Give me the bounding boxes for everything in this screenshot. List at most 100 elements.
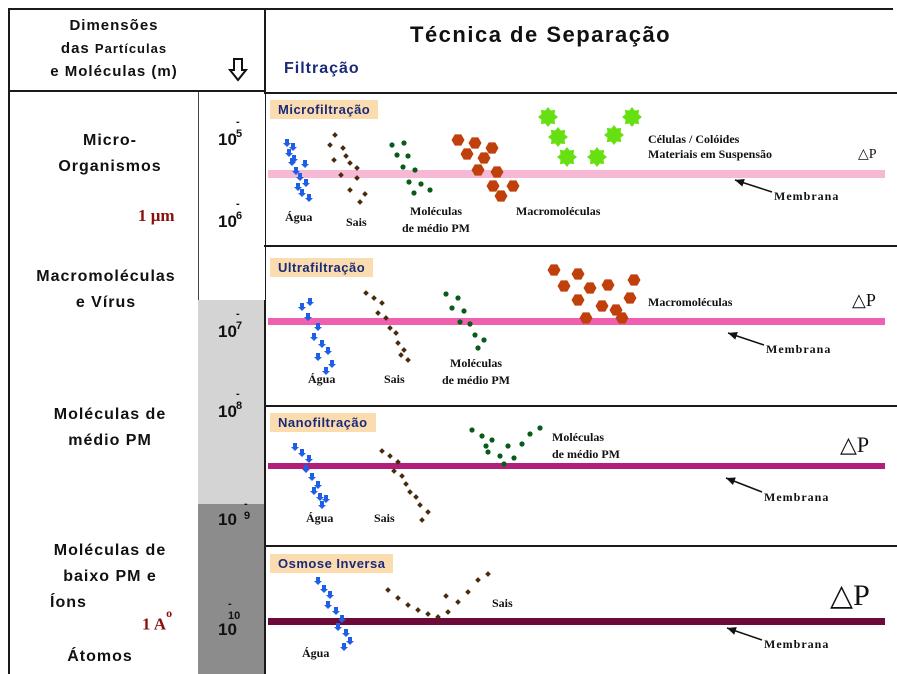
cell-particle <box>557 147 577 167</box>
water-molecule <box>301 160 309 168</box>
water-molecule <box>304 313 312 321</box>
ultra-medium-line2: de médio PM <box>442 373 510 387</box>
section-separator-1 <box>264 92 897 94</box>
water-molecule <box>285 149 293 157</box>
ultra-membrane-label: Membrana <box>766 342 832 356</box>
water-molecule <box>318 340 326 348</box>
salt-ion <box>387 325 393 331</box>
medium-molecule <box>469 427 475 433</box>
frame-top <box>8 8 893 10</box>
water-molecule <box>346 637 354 645</box>
water-molecule <box>342 629 350 637</box>
header-divider <box>8 90 266 92</box>
micro-cells-label: Células / Colóides Materiais em Suspensã… <box>648 132 772 162</box>
salt-ion <box>393 330 399 336</box>
water-molecule <box>289 143 297 151</box>
section-separator-3 <box>264 405 897 407</box>
micro-medium-line2: de médio PM <box>402 221 470 235</box>
exp-8: - 8 <box>236 388 243 412</box>
water-molecule <box>340 643 348 651</box>
medium-molecule <box>485 449 491 455</box>
medium-label-line1: Moléculas de <box>53 406 167 423</box>
nano-membrane-label: Membrana <box>764 490 830 504</box>
salt-ion <box>357 199 363 205</box>
macromolecule <box>486 180 500 192</box>
salt-ion <box>379 300 385 306</box>
exp-5: - 5 <box>236 116 243 140</box>
water-molecule <box>298 189 306 197</box>
macromolecule <box>485 142 499 154</box>
water-molecule <box>338 615 346 623</box>
macro-label-line2: e Vírus <box>75 294 137 311</box>
macromolecule <box>451 134 465 146</box>
water-molecule <box>320 585 328 593</box>
nano-water-label: Água <box>306 511 334 525</box>
salt-ion <box>371 295 377 301</box>
salt-ion <box>385 587 391 593</box>
nano-delta-p: △P <box>840 432 870 457</box>
medium-molecule <box>394 152 400 158</box>
low-mw-ions-label: Moléculas de baixo PM e Íons <box>20 538 200 616</box>
dimension-title: Dimensões das Partículas e Moléculas (m) <box>30 14 198 83</box>
medium-molecule <box>418 181 424 187</box>
one-micron-unit: μm <box>150 206 175 225</box>
section-label-reverse-osmosis: Osmose Inversa <box>270 554 394 573</box>
salt-ion <box>391 468 397 474</box>
arrow-head <box>728 332 738 340</box>
water-molecule <box>302 465 310 473</box>
medium-molecule <box>479 433 485 439</box>
dimension-title-line3: e Moléculas (m) <box>50 63 178 80</box>
salt-ion <box>354 165 360 171</box>
macromolecule <box>601 279 615 291</box>
section-separator-4 <box>264 545 897 547</box>
base-8: 10 <box>218 402 237 421</box>
arrow-head <box>726 477 736 485</box>
ro-water-label: Água <box>302 646 330 660</box>
water-molecule <box>306 298 314 306</box>
water-molecule <box>324 601 332 609</box>
macromolecule <box>490 166 504 178</box>
base-5: 10 <box>218 130 237 149</box>
salt-ion <box>347 187 353 193</box>
water-molecule <box>322 367 330 375</box>
dimension-title-line2a: das <box>60 40 95 57</box>
water-molecule <box>283 139 291 147</box>
angstrom-label: 1 Ao <box>142 606 172 635</box>
salt-ion <box>417 502 423 508</box>
macromolecule <box>471 164 485 176</box>
ultra-macro-label: Macromoléculas <box>648 295 733 309</box>
micro-membrane-label: Membrana <box>774 189 840 203</box>
medium-molecule <box>461 308 467 314</box>
section-label-ultrafiltration: Ultrafiltração <box>270 258 374 277</box>
atoms-label: Átomos <box>67 648 133 665</box>
water-molecule <box>334 623 342 631</box>
macromolecule <box>583 282 597 294</box>
water-molecule <box>302 179 310 187</box>
water-molecule <box>305 455 313 463</box>
macromolecule <box>615 312 629 324</box>
salt-ion <box>401 347 407 353</box>
water-molecule <box>310 487 318 495</box>
salt-ion <box>398 352 404 358</box>
medium-molecule <box>455 295 461 301</box>
macromolecule <box>557 280 571 292</box>
medium-molecule <box>389 142 395 148</box>
water-molecule <box>314 577 322 585</box>
ultra-medium-line1: Moléculas <box>450 356 502 370</box>
medium-molecule <box>443 291 449 297</box>
section-label-nanofiltration: Nanofiltração <box>270 413 376 432</box>
micro-label-line2: Organismos <box>58 158 162 175</box>
salt-ion <box>395 595 401 601</box>
medium-molecule <box>472 332 478 338</box>
macromolecules-virus-label: Macromoléculas e Vírus <box>8 264 204 316</box>
nano-medium-line2: de médio PM <box>552 447 620 461</box>
salt-ion <box>375 310 381 316</box>
scale-bar-light <box>198 300 264 504</box>
salt-ion <box>425 509 431 515</box>
water-molecule <box>328 360 336 368</box>
nano-medium-label: Moléculas de médio PM <box>552 429 620 463</box>
macromolecule <box>477 152 491 164</box>
